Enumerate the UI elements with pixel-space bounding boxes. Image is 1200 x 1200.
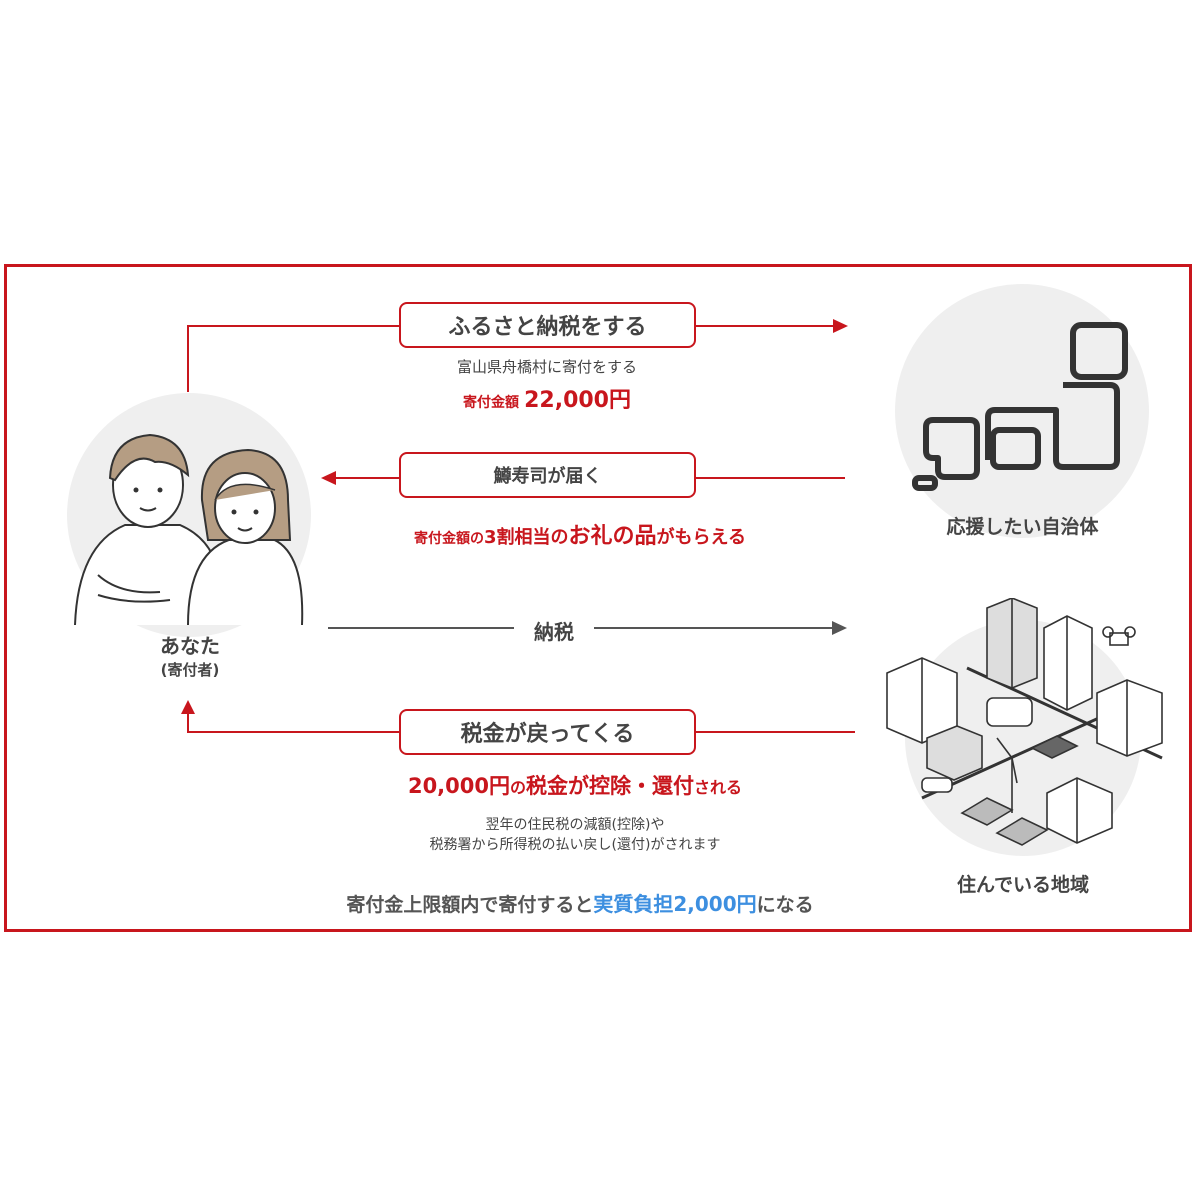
japan-map-icon <box>912 322 1128 491</box>
gift-mid2: がもらえる <box>656 527 746 548</box>
furusato-line1: 富山県舟橋村に寄付をする <box>456 358 637 376</box>
donor-name: あなた <box>160 634 220 658</box>
refund-t1: の <box>510 778 527 797</box>
municipality-name: 応援したい自治体 <box>946 516 1099 538</box>
refund-amount: 20,000円 <box>407 774 510 798</box>
refund-t4: される <box>694 778 743 797</box>
summary-suffix: になる <box>756 894 814 916</box>
donor-label: あなた (寄付者) <box>100 630 280 680</box>
city-illustration <box>886 598 1163 846</box>
amount-label: 寄付金額 <box>463 395 519 411</box>
local-label: 住んでいる地域 <box>905 870 1141 897</box>
summary-highlight: 実質負担2,000円 <box>593 892 757 916</box>
refund-note: 翌年の住民税の減額(控除)や 税務署から所得税の払い戻し(還付)がされます <box>340 815 810 855</box>
refund-t2: 税金 <box>526 774 569 798</box>
furusato-step-box: ふるさと納税をする <box>399 302 696 348</box>
tax-label: 納税 <box>534 620 574 644</box>
municipality-label: 応援したい自治体 <box>905 512 1140 539</box>
gift-step-box: 鱒寿司が届く <box>399 452 696 498</box>
refund-detail: 20,000円の税金が控除・還付される <box>340 770 810 800</box>
furusato-detail: 富山県舟橋村に寄付をする <box>390 356 704 377</box>
gift-detail: 寄付金額の3割相当のお礼の品がもらえる <box>340 518 820 550</box>
gift-mid1: 3割相当の <box>483 527 569 548</box>
gift-prefix: 寄付金額の <box>413 531 484 547</box>
diagram-frame <box>4 264 1192 932</box>
refund-note1: 翌年の住民税の減額(控除)や <box>485 817 665 833</box>
furusato-amount: 寄付金額 22,000円 <box>390 382 704 414</box>
gift-step-title: 鱒寿司が届く <box>493 466 602 487</box>
donor-sub: (寄付者) <box>160 661 220 679</box>
furusato-step-title: ふるさと納税をする <box>448 315 647 340</box>
summary-prefix: 寄付金上限額内で寄付すると <box>346 894 594 916</box>
tax-label-box: 納税 <box>514 616 594 645</box>
amount-value: 22,000円 <box>524 388 631 413</box>
summary-line: 寄付金上限額内で寄付すると実質負担2,000円になる <box>260 888 900 917</box>
gift-big1: お礼の品 <box>568 524 657 549</box>
refund-step-title: 税金が戻ってくる <box>460 722 635 747</box>
people-illustration <box>74 433 304 626</box>
refund-step-box: 税金が戻ってくる <box>399 709 696 755</box>
local-name: 住んでいる地域 <box>956 874 1090 896</box>
refund-t3: が控除・還付 <box>568 774 695 798</box>
refund-note2: 税務署から所得税の払い戻し(還付)がされます <box>429 837 721 853</box>
